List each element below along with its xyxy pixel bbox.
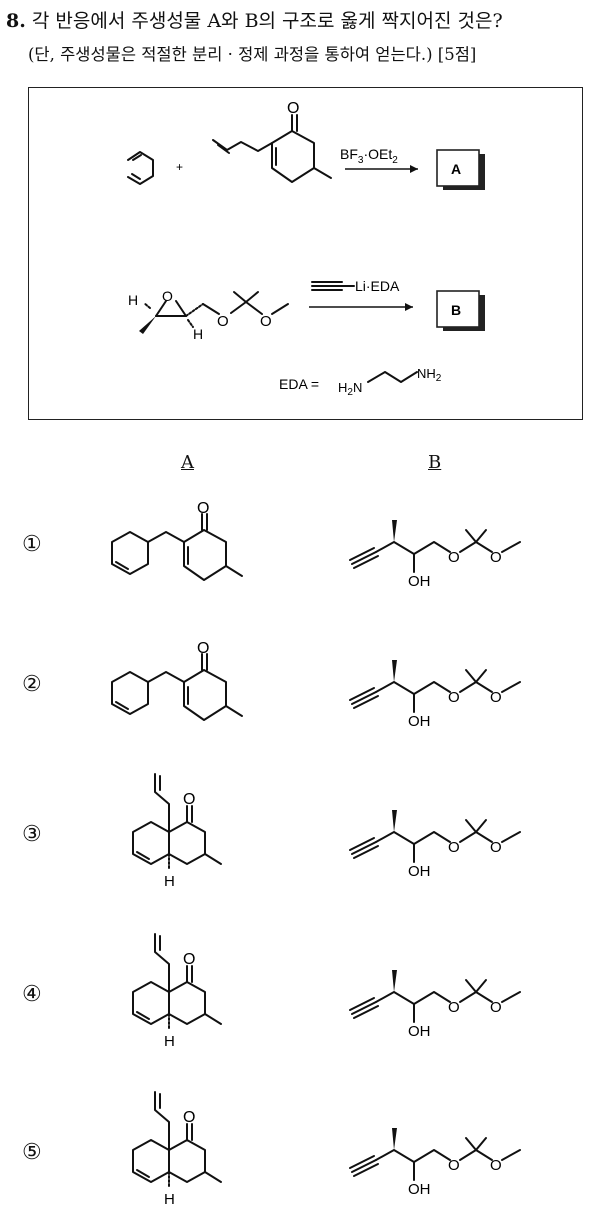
- butadiene-structure: [127, 151, 154, 185]
- option-2-structure-a: [111, 653, 243, 721]
- option-4-structure-a: [132, 933, 222, 1031]
- question-number: 8.: [6, 10, 26, 32]
- reagent-li-eda: Li·EDA: [355, 278, 400, 294]
- hydroxyl-label: OH: [408, 1023, 431, 1040]
- column-header-a: A: [181, 452, 194, 473]
- option-1-structure-a: [111, 513, 243, 581]
- ketone-oxygen-label: O: [183, 791, 195, 808]
- eda-nh2: NH2: [417, 366, 442, 384]
- product-label-b: B: [451, 302, 461, 318]
- ketone-oxygen: O: [287, 100, 299, 117]
- ketone-oxygen-label: O: [183, 951, 195, 968]
- ketone-oxygen-label: O: [197, 500, 209, 517]
- reagent-bf3oet2: BF3·OEt2: [340, 146, 398, 166]
- epoxide-h-left: H: [128, 292, 138, 308]
- column-header-b: B: [428, 452, 442, 473]
- hydroxyl-label: OH: [408, 863, 431, 880]
- eda-h2n: H2N: [338, 380, 362, 398]
- question-text: 각 반응에서 주생성물 A와 B의 구조로 옳게 짝지어진 것은?: [31, 10, 503, 32]
- option-1-structure-b: [349, 520, 521, 573]
- option-number-2[interactable]: ②: [22, 672, 42, 697]
- allyl-enone-structure: [212, 114, 332, 183]
- ether-oxygen-label: O: [448, 999, 460, 1016]
- ring-fusion-h-label: H: [164, 1033, 175, 1050]
- ketone-oxygen-label: O: [183, 1109, 195, 1126]
- reaction-scheme-box: [28, 87, 583, 420]
- ether-oxygen-label: O: [448, 839, 460, 856]
- epoxide-oxygen: O: [162, 288, 173, 304]
- option-2-structure-b: [349, 660, 521, 713]
- option-number-5[interactable]: ⑤: [22, 1140, 42, 1165]
- hydroxyl-label: OH: [408, 1181, 431, 1198]
- option-number-1[interactable]: ①: [22, 532, 42, 557]
- ether-oxygen-label: O: [490, 839, 502, 856]
- plus-sign: +: [176, 160, 183, 174]
- ether-oxygen-label: O: [448, 1157, 460, 1174]
- question-note: (단, 주생성물은 적절한 분리 · 정제 과정을 통하여 얻는다.) [5점]: [28, 45, 477, 64]
- option-4-structure-b: [349, 970, 521, 1023]
- eda-label: EDA =: [279, 376, 319, 392]
- ether-oxygen-label: O: [490, 549, 502, 566]
- ether-oxygen-label: O: [490, 1157, 502, 1174]
- option-number-4[interactable]: ④: [22, 982, 42, 1007]
- hydroxyl-label: OH: [408, 573, 431, 590]
- option-number-3[interactable]: ③: [22, 822, 42, 847]
- product-box-a: [436, 149, 485, 190]
- option-3-structure-b: [349, 810, 521, 863]
- reaction-arrowhead-2: [405, 303, 413, 311]
- ether-oxygen-label: O: [490, 689, 502, 706]
- eda-structure: [367, 371, 418, 383]
- epoxide-h-right: H: [193, 326, 203, 342]
- ring-fusion-h-label: H: [164, 1191, 175, 1208]
- option-5-structure-b: [349, 1128, 521, 1181]
- ketone-oxygen-label: O: [197, 640, 209, 657]
- question-title: 8. 각 반응에서 주생성물 A와 B의 구조로 옳게 짝지어진 것은?: [6, 6, 503, 33]
- ether-oxygen-1: O: [217, 313, 229, 330]
- ether-oxygen-label: O: [448, 549, 460, 566]
- product-label-a: A: [451, 161, 461, 177]
- option-5-structure-a: [132, 1091, 222, 1189]
- propyne-reagent: [311, 281, 355, 291]
- ether-oxygen-label: O: [448, 689, 460, 706]
- epoxide-acetal-structure: H O H: [128, 288, 289, 342]
- reaction-arrowhead-1: [410, 165, 418, 173]
- ether-oxygen-2: O: [260, 313, 272, 330]
- hydroxyl-label: OH: [408, 713, 431, 730]
- ring-fusion-h-label: H: [164, 873, 175, 890]
- ether-oxygen-label: O: [490, 999, 502, 1016]
- option-3-structure-a: [132, 773, 222, 871]
- product-box-b: [436, 290, 485, 331]
